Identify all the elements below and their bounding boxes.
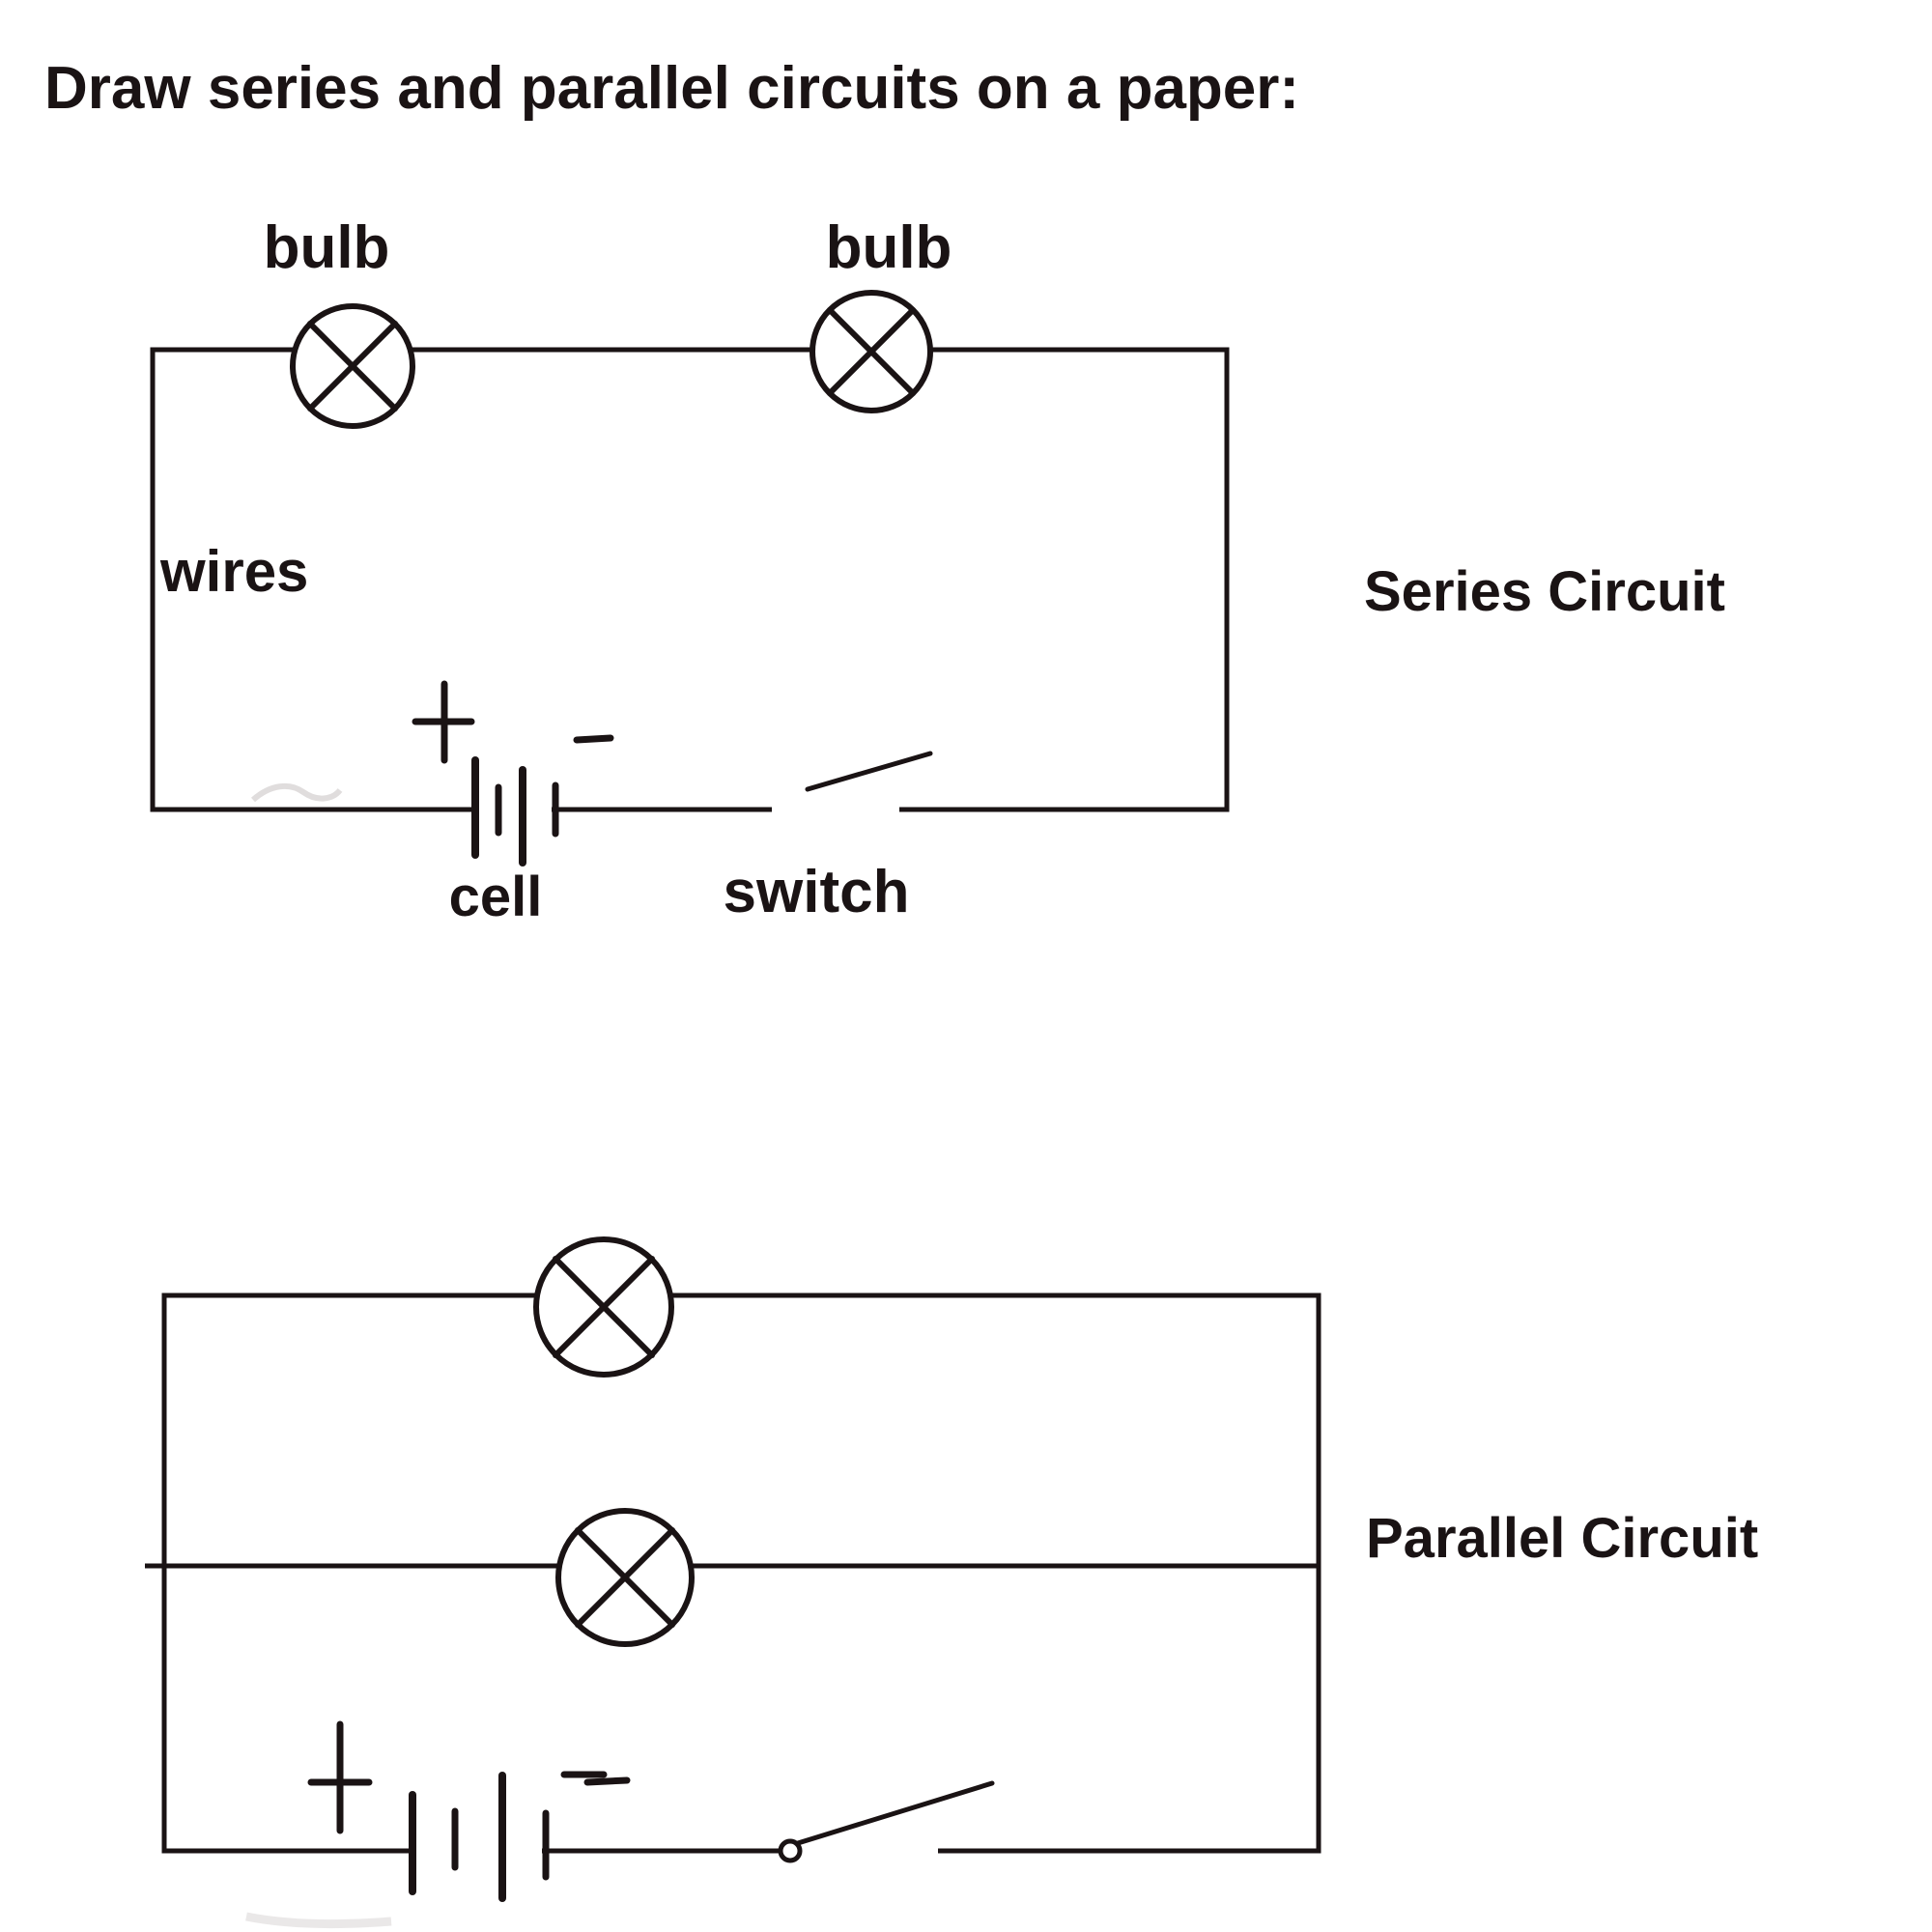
series-circuit-wire [150,347,1230,812]
page-title: Draw series and parallel circuits on a p… [44,55,1299,122]
parallel-circuit-wire [161,1293,1321,1854]
switch-contact-icon [778,1838,803,1863]
minus-sign-icon [573,734,614,744]
bulb-cross-line [575,1527,675,1628]
parallel-cell-icon [307,1720,631,1902]
series-switch-icon [805,751,933,792]
switch-lever [805,751,933,792]
bulb-cross-line [553,1256,655,1358]
plus-sign-icon [307,1720,373,1834]
parallel-circuit: Parallel Circuit [145,1236,1758,1902]
series-bulb-left-icon [290,303,415,429]
parallel-bulb-middle-icon [555,1508,695,1647]
series-switch-wire-gap [772,800,899,819]
series-circuit-caption: Series Circuit [1364,560,1725,623]
series-switch-label: switch [724,859,910,925]
series-cell-icon [412,680,614,867]
switch-lever [795,1780,995,1846]
series-wires-label: wires [159,539,308,604]
series-cell-label: cell [449,866,543,928]
parallel-switch-icon [778,1780,995,1863]
pencil-smudge [245,1912,392,1929]
bulb-cross-line [307,321,398,412]
parallel-switch-wire-gap [801,1841,938,1861]
pencil-smudge [251,782,343,803]
parallel-bulb-top-icon [533,1236,674,1378]
plus-sign-icon [412,680,475,764]
series-bulb-right-label: bulb [826,214,952,281]
series-circuit: bulb bulb wires cell switch Series Circu… [150,214,1725,928]
parallel-circuit-caption: Parallel Circuit [1366,1507,1758,1570]
minus-sign-icon [560,1771,631,1786]
parallel-cell-wire-gap [416,1841,542,1861]
bulb-cross-line [827,307,916,396]
series-bulb-left-label: bulb [264,214,390,281]
series-bulb-right-icon [810,290,933,413]
series-cell-wire-gap [479,800,552,819]
